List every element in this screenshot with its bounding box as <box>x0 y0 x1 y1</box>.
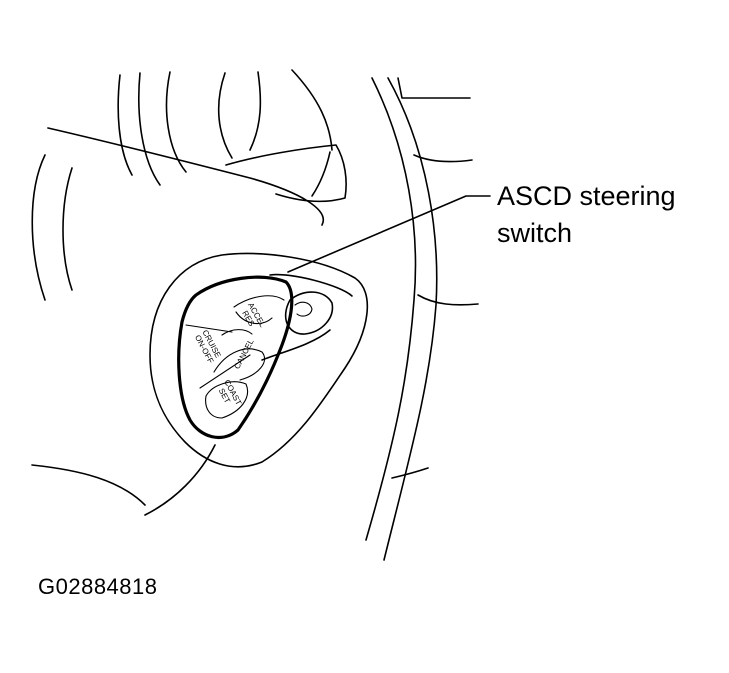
figure-id: G02884818 <box>38 574 158 599</box>
callout-leader-line <box>287 195 491 273</box>
steering-hub <box>31 154 216 516</box>
callout-label: ASCD steering switch <box>497 178 676 252</box>
cancel-button-label: CANCEL <box>232 337 255 370</box>
switch-bezel <box>149 252 369 468</box>
callout-line-2: switch <box>497 218 573 248</box>
cancel-button: CANCEL <box>232 337 255 370</box>
cruise-button: CRUISE ON-OFF <box>193 328 223 365</box>
coast-set-button: COAST SET <box>217 378 244 407</box>
callout-line-1: ASCD steering <box>497 181 676 211</box>
steering-wheel-rim <box>365 77 479 561</box>
accel-res-button: ACCEL RES <box>240 301 267 329</box>
steering-column <box>47 69 347 226</box>
ascd-steering-switch <box>177 275 294 440</box>
